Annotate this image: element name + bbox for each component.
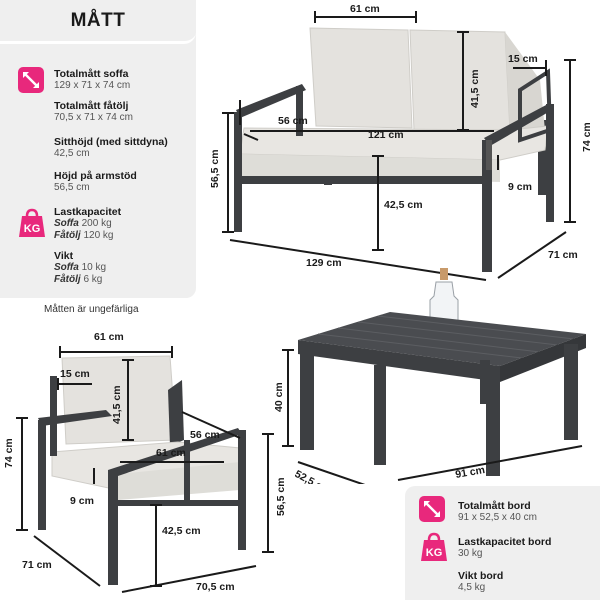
title-badge: MÅTT [0, 0, 196, 44]
sofa-dim-total-height: 74 cm [581, 122, 593, 152]
svg-text:KG: KG [426, 547, 443, 559]
sofa-dim-back-cushion: 15 cm [508, 53, 538, 65]
sofa-dim-back-height: 41,5 cm [469, 69, 481, 108]
table-spec-weight: Vikt bord 4,5 kg [458, 570, 504, 593]
spec-seat-height: Sitthöjd (med sittdyna) 42,5 cm [54, 136, 168, 159]
spec-armrest-height: Höjd på armstöd 56,5 cm [54, 170, 137, 193]
approx-note: Måtten är ungefärliga [44, 304, 139, 315]
svg-text:KG: KG [24, 223, 41, 235]
table-dim-height: 40 cm [273, 382, 285, 412]
sofa-dim-arm-height: 56,5 cm [209, 149, 221, 188]
sofa-dim-arm-width: 9 cm [508, 181, 532, 193]
chair-dim-total-height: 74 cm [3, 438, 15, 468]
chair-dim-back-cushion: 15 cm [60, 368, 90, 380]
table-dim-width: 91 cm [454, 464, 485, 481]
chair-dim-depth: 71 cm [22, 559, 52, 571]
chair-dim-back-height: 41,5 cm [111, 385, 123, 424]
chair-dim-seat-width: 61 cm [156, 447, 186, 459]
table-dimension-icon [419, 496, 445, 522]
table-weight-kg-icon: KG [420, 532, 448, 567]
table-dim-depth: 52,5 cm [293, 468, 333, 484]
sofa-dim-depth: 71 cm [548, 249, 578, 261]
chair-dim-arm-width: 9 cm [70, 495, 94, 507]
spec-sofa-size: Totalmått soffa 129 x 71 x 74 cm [54, 68, 131, 91]
chair-dim-arm-height: 56,5 cm [275, 477, 287, 516]
sofa-dim-seat-height: 42,5 cm [384, 199, 423, 211]
sofa-dim-seat-width: 121 cm [368, 129, 404, 141]
chair-dim-top-width: 61 cm [94, 331, 124, 343]
sofa-dim-top-width: 61 cm [350, 3, 380, 15]
page-title: MÅTT [70, 9, 126, 31]
spec-weight: Vikt Soffa 10 kg Fåtölj 6 kg [54, 250, 107, 285]
sofa-dim-total-width: 129 cm [306, 257, 342, 269]
sofa-dim-arm-depth: 56 cm [278, 115, 308, 127]
chair-dim-seat-height: 42,5 cm [162, 525, 201, 537]
table-spec-size: Totalmått bord 91 x 52,5 x 40 cm [458, 500, 537, 523]
table-spec-load: Lastkapacitet bord 30 kg [458, 536, 552, 559]
chair-dim-arm-depth: 56 cm [190, 429, 220, 441]
spec-panel [0, 0, 196, 298]
sofa-illustration: 61 cm 41,5 cm 15 cm 56 cm 121 cm 56,5 cm… [209, 3, 593, 281]
weight-kg-icon: KG [18, 208, 46, 243]
dimension-icon [18, 67, 44, 93]
spec-load-capacity: Lastkapacitet Soffa 200 kg Fåtölj 120 kg [54, 206, 122, 241]
armchair-illustration: 61 cm 41,5 cm 15 cm 56 cm 61 cm 74 cm 9 … [3, 331, 287, 593]
chair-dim-total-width: 70,5 cm [196, 581, 235, 593]
spec-chair-size: Totalmått fåtölj 70,5 x 71 x 74 cm [54, 100, 133, 123]
table-illustration: 40 cm 52,5 cm 91 cm [273, 268, 586, 484]
